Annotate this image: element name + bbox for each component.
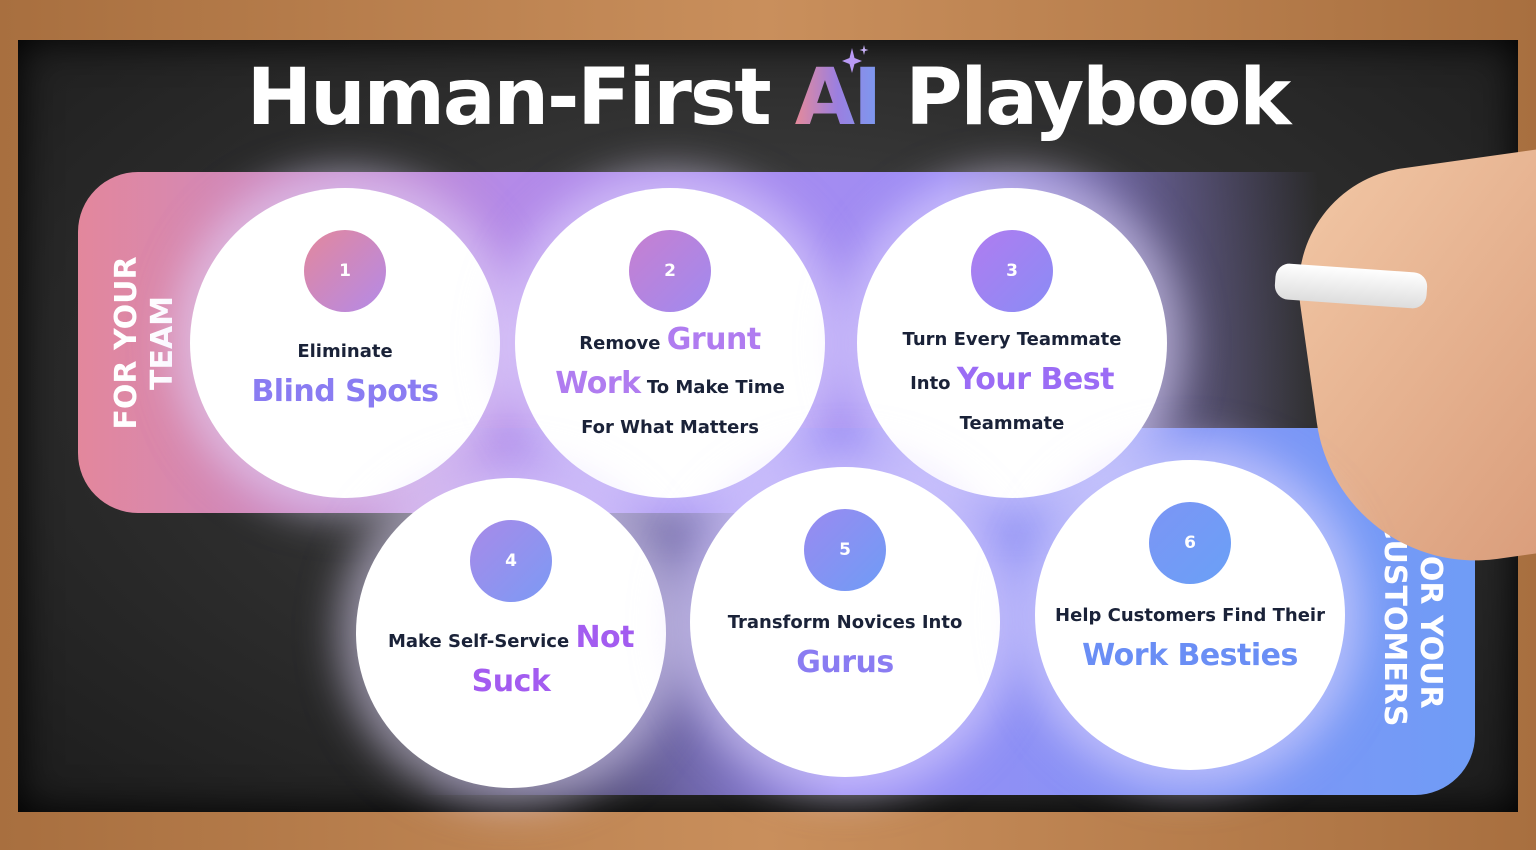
title-ai: AI bbox=[794, 53, 882, 143]
step-number-badge: 2 bbox=[629, 230, 711, 312]
step-text-post: Teammate bbox=[959, 413, 1065, 434]
step-highlight: Work Besties bbox=[1082, 638, 1298, 673]
step-number-badge: 5 bbox=[804, 509, 886, 591]
step-highlight: Grunt Work bbox=[555, 322, 761, 401]
step-number-badge: 4 bbox=[470, 520, 552, 602]
step-number-badge: 1 bbox=[304, 230, 386, 312]
title-part1: Human-First bbox=[246, 53, 795, 143]
step-number-badge: 6 bbox=[1149, 502, 1231, 584]
title-part2: Playbook bbox=[880, 53, 1291, 143]
step-highlight: Not Suck bbox=[471, 620, 635, 699]
step-4: 4 Make Self-Service Not Suck bbox=[356, 478, 666, 788]
step-text: Transform Novices Into bbox=[727, 612, 963, 633]
step-text: Make Self-Service bbox=[387, 631, 570, 652]
step-text: Eliminate bbox=[297, 341, 393, 362]
step-text-post: To Make Time For What Matters bbox=[581, 377, 785, 438]
step-highlight: Gurus bbox=[796, 645, 894, 680]
page-title: Human-First AI Playbook bbox=[0, 50, 1536, 146]
step-text: Turn Every Teammate Into bbox=[902, 329, 1122, 394]
step-text: Remove bbox=[579, 333, 661, 354]
sparkle-icon bbox=[842, 45, 869, 73]
team-label: FOR YOUR TEAM bbox=[109, 256, 180, 430]
step-text: Help Customers Find Their bbox=[1055, 605, 1325, 626]
step-highlight: Blind Spots bbox=[251, 374, 439, 409]
step-2: 2 Remove Grunt Work To Make Time For Wha… bbox=[515, 188, 825, 498]
step-highlight: Your Best bbox=[956, 362, 1115, 397]
step-number-badge: 3 bbox=[971, 230, 1053, 312]
